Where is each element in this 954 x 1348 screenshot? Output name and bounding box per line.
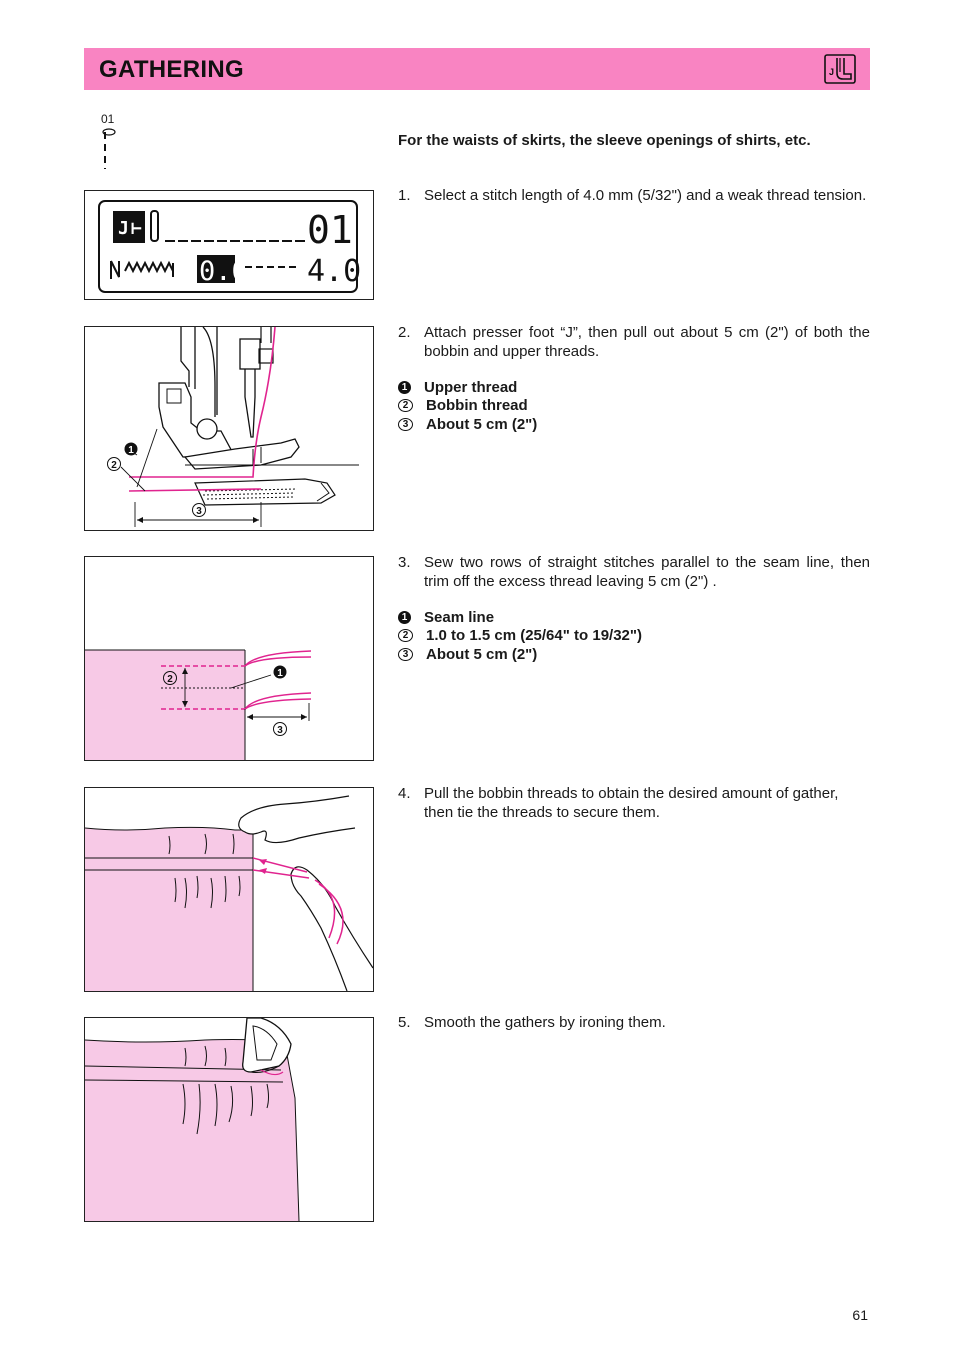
svg-text:3: 3 <box>277 725 283 736</box>
svg-text:2: 2 <box>167 674 173 685</box>
svg-text:2: 2 <box>111 460 117 471</box>
legend: 1 Upper thread 2 Bobbin thread 3 About 5… <box>398 378 870 434</box>
svg-text:1: 1 <box>128 445 134 456</box>
page-number: 61 <box>852 1307 868 1323</box>
lcd-length-value: 4.0 <box>307 254 361 289</box>
marker-2: 2 <box>398 629 413 643</box>
lcd-figure: J ⊢ 01 0.0 4.0 <box>84 190 374 300</box>
marker-2: 2 <box>163 671 177 685</box>
step-1: 1. Select a stitch length of 4.0 mm (5/3… <box>398 186 870 205</box>
legend-item: 3 About 5 cm (2") <box>398 415 870 434</box>
lcd-pattern-number: 01 <box>307 208 353 252</box>
legend-item: 1 Seam line <box>398 608 870 627</box>
step-5: 5. Smooth the gathers by ironing them. <box>398 1013 870 1032</box>
seam-line-illustration: 1 2 3 <box>85 649 312 760</box>
lcd-foot-indicator: J <box>118 218 129 239</box>
svg-text:1: 1 <box>277 668 283 679</box>
gathering-illustration <box>85 795 373 991</box>
legend-label: Seam line <box>424 608 495 626</box>
step-text: Attach presser foot “J”, then pull out a… <box>424 324 870 360</box>
step-number: 4. <box>398 785 411 802</box>
svg-text:3: 3 <box>196 506 202 517</box>
marker-1: 1 <box>398 380 411 394</box>
straight-stitch-icon <box>102 128 116 169</box>
legend: 1 Seam line 2 1.0 to 1.5 cm (25/64" to 1… <box>398 608 870 664</box>
lcd-width-value: 0.0 <box>199 256 248 287</box>
ironing-illustration <box>85 1018 300 1221</box>
page-title: GATHERING <box>99 56 244 83</box>
legend-label: 1.0 to 1.5 cm (25/64" to 19/32") <box>426 627 642 645</box>
marker-3: 3 <box>192 503 206 517</box>
marker-1: 1 <box>124 442 138 456</box>
legend-label: About 5 cm (2") <box>426 645 538 663</box>
marker-2: 2 <box>398 399 413 413</box>
presser-foot-j-icon: J <box>824 54 856 84</box>
step-text: Pull the bobbin threads to obtain the de… <box>424 785 839 821</box>
step-number: 3. <box>398 554 411 571</box>
gathering-figure <box>84 787 374 992</box>
ironing-figure <box>84 1017 374 1222</box>
step-text: Smooth the gathers by ironing them. <box>424 1014 666 1031</box>
step-number: 2. <box>398 324 411 341</box>
seam-line-figure: 1 2 3 <box>84 556 374 761</box>
svg-text:⊢: ⊢ <box>131 218 142 239</box>
marker-3: 3 <box>398 647 413 661</box>
marker-3: 3 <box>398 417 413 431</box>
marker-2: 2 <box>107 457 121 471</box>
marker-3: 3 <box>273 722 287 736</box>
step-3: 3. Sew two rows of straight stitches par… <box>398 553 870 664</box>
legend-item: 2 Bobbin thread <box>398 397 870 416</box>
marker-1: 1 <box>398 610 411 624</box>
step-4: 4. Pull the bobbin threads to obtain the… <box>398 784 870 822</box>
step-number: 1. <box>398 187 411 204</box>
legend-label: Upper thread <box>424 378 518 396</box>
legend-label: About 5 cm (2") <box>426 415 538 433</box>
step-text: Select a stitch length of 4.0 mm (5/32")… <box>424 187 867 204</box>
legend-item: 2 1.0 to 1.5 cm (25/64" to 19/32") <box>398 627 870 646</box>
marker-1: 1 <box>273 665 287 679</box>
section-header: GATHERING J <box>84 48 870 90</box>
presser-foot-figure: 1 2 3 <box>84 326 374 531</box>
step-number: 5. <box>398 1014 411 1031</box>
svg-text:J: J <box>829 67 834 77</box>
intro-text: For the waists of skirts, the sleeve ope… <box>398 132 811 149</box>
legend-item: 3 About 5 cm (2") <box>398 645 870 664</box>
presser-foot-illustration: 1 2 3 <box>107 327 359 527</box>
stitch-code: 01 <box>101 112 115 126</box>
lcd-display: J ⊢ 01 0.0 4.0 <box>98 200 361 293</box>
step-2: 2. Attach presser foot “J”, then pull ou… <box>398 323 870 434</box>
step-text: Sew two rows of straight stitches parall… <box>424 554 870 590</box>
legend-label: Bobbin thread <box>426 397 528 415</box>
legend-item: 1 Upper thread <box>398 378 870 397</box>
